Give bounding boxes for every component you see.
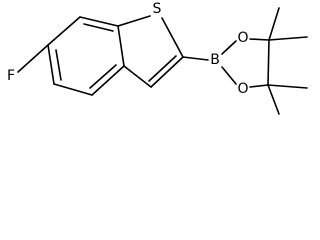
bond-benzene-top — [79, 16, 119, 27]
bond-benzene-lower-right-inner — [89, 64, 117, 89]
bond-benzene-right-fused — [117, 25, 125, 67]
bond-oxygen-top-carbon — [249, 38, 270, 41]
bond-carbon-fluorine — [17, 44, 49, 73]
dioxaborolane-ring — [221, 38, 270, 88]
bond-methyl-top-up — [268, 7, 280, 41]
benzene-ring — [47, 16, 125, 96]
bond-benzene-upper-left — [47, 16, 81, 46]
oxygen-top-atom-label: O — [237, 30, 248, 46]
bond-ring-carbon-carbon — [267, 39, 270, 86]
bond-thiophene-c2-c3-inner — [148, 55, 177, 82]
bond-benzene-lower-left — [47, 44, 55, 85]
thiophene-ring — [117, 15, 184, 88]
bond-oxygen-bottom-boron — [221, 66, 237, 85]
bond-benzene-lower-right — [91, 65, 125, 96]
bond-benzene-top-inner — [83, 23, 114, 32]
bond-thiophene-c7a-sulfur — [117, 15, 151, 27]
bond-carbon-oxygen-bottom — [249, 84, 269, 88]
bond-methyl-bottom-right — [267, 84, 308, 89]
boron-atom-label: B — [210, 52, 220, 68]
methyl-groups — [267, 7, 308, 115]
bond-thiophene-c2-c3 — [150, 56, 184, 88]
chemical-structure-diagram: F S B O O — [7, 1, 308, 115]
oxygen-bottom-atom-label: O — [237, 81, 248, 97]
bond-methyl-bottom-down — [267, 84, 280, 115]
bond-methyl-top-right — [268, 36, 308, 41]
bond-carbon-boron — [182, 56, 209, 61]
bond-thiophene-sulfur-c2 — [161, 17, 184, 58]
fluorine-atom-label: F — [7, 68, 15, 84]
sulfur-atom-label: S — [153, 1, 162, 17]
bond-thiophene-c3-c3a — [123, 65, 152, 88]
bond-boron-oxygen-top — [221, 40, 237, 55]
bond-benzene-lower-left-inner — [55, 49, 62, 81]
bond-benzene-bottom — [53, 83, 93, 96]
